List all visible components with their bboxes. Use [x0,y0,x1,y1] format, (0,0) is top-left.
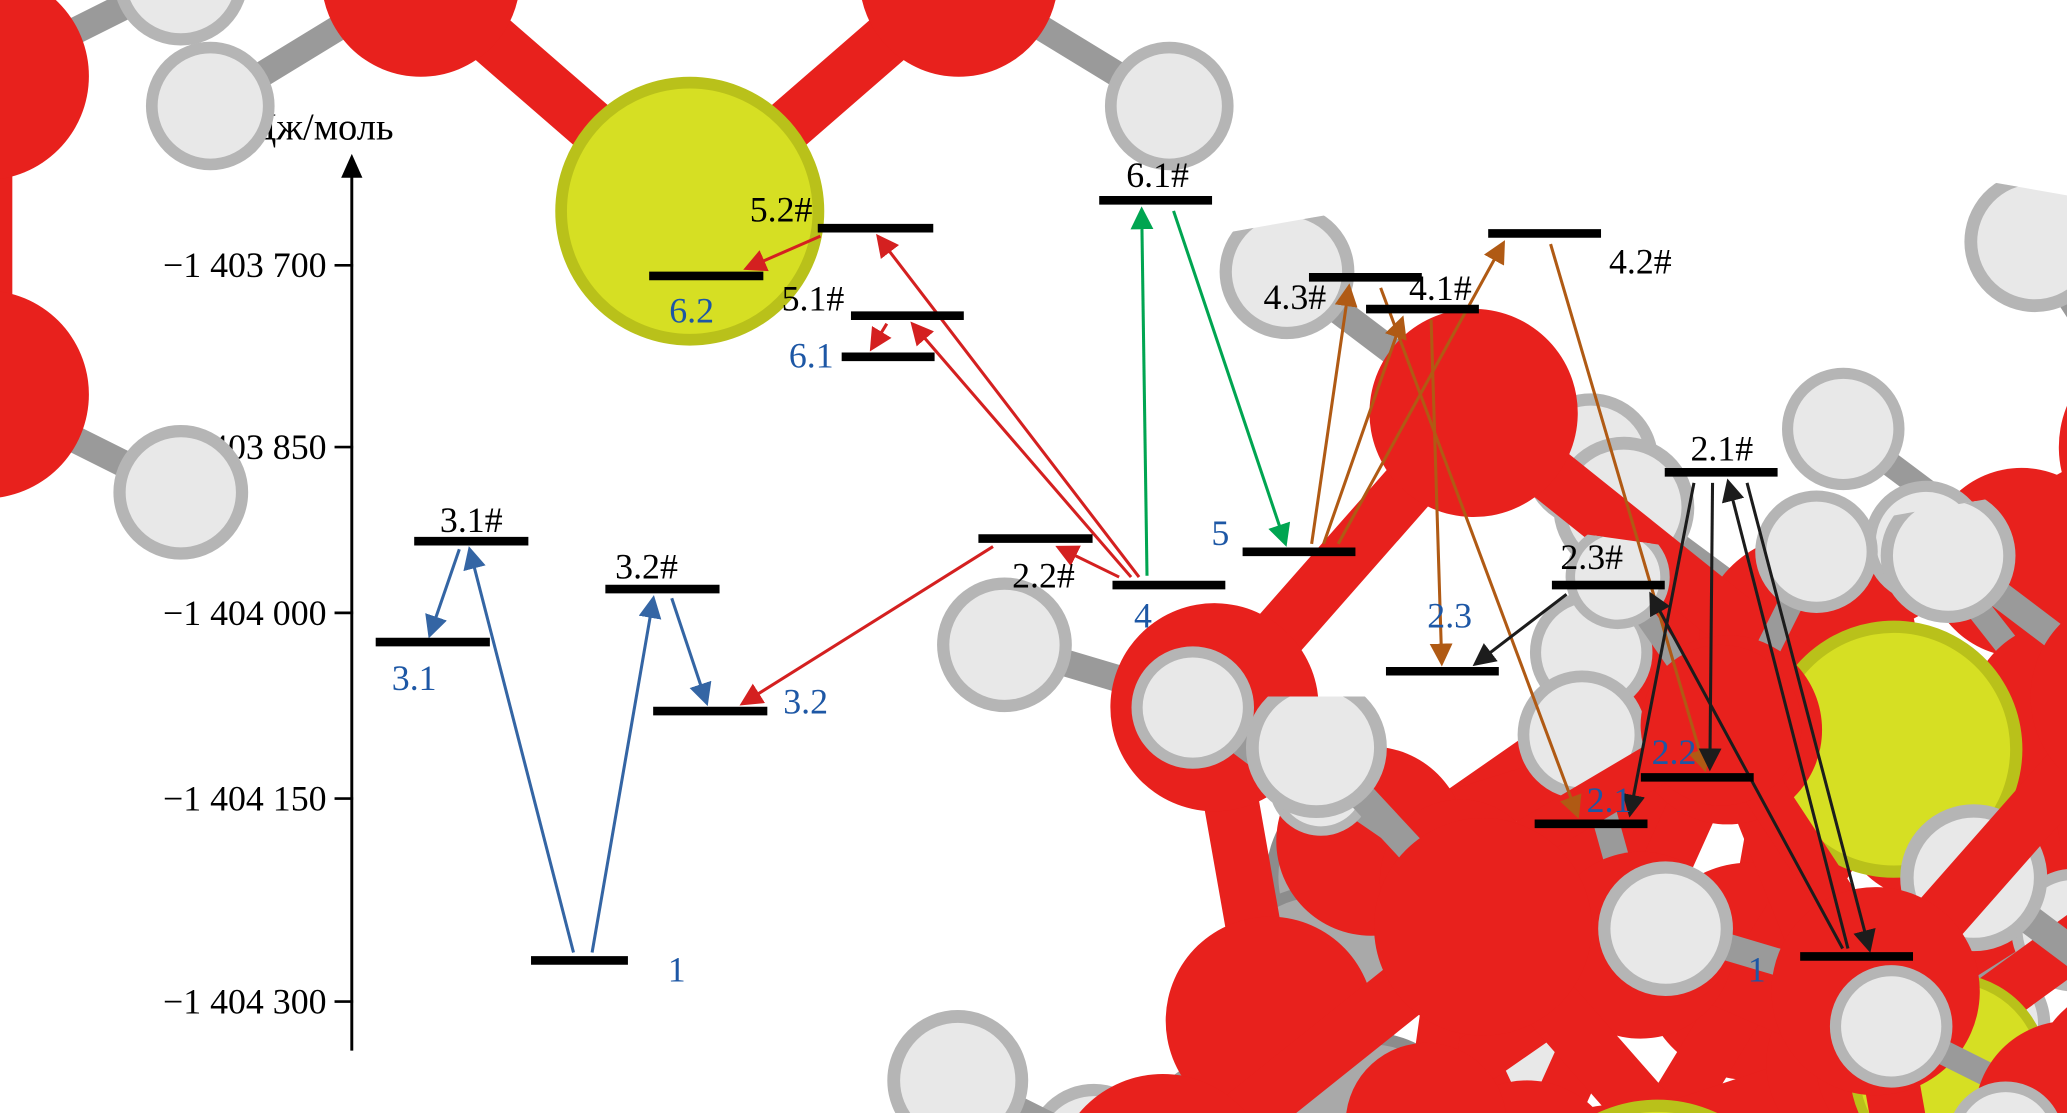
level-ts-5-2: 5.2# [750,190,934,233]
level-label: 6.1# [1126,155,1189,195]
level-label: 5.2# [750,190,813,230]
level-label: 1 [1748,950,1766,990]
level-ts-6-1: 6.1# [1099,155,1213,205]
arrow-4-to-ts2-2 [1055,545,1120,579]
arrow-1-to-ts2-1 [1721,478,1850,949]
level-label: 3.2 [783,682,828,722]
level-ts-3-2: 3.2# [605,546,720,594]
arrow-1-to-ts2-3 [1649,591,1844,950]
level-min-2-1: 2.1 [1534,780,1648,829]
arrow-ts2-1-to-2-1 [1622,482,1696,818]
y-axis-tick-label: −1 404 000 [163,593,327,633]
level-label: 3.2# [615,546,678,586]
level-min-5: 5 [1211,513,1356,557]
arrow-ts4-2-to-2-2 [1549,243,1711,773]
level-min-2-3: 2.3 [1385,595,1499,676]
level-ts-4-3: 4.3# [1263,272,1422,317]
y-axis: Etot, кДж/моль −1 403 700 −1 403 850 −1 … [158,106,394,1051]
level-label: 4 [1134,595,1152,635]
level-label: 6.1 [789,335,834,375]
arrow-ts2-3-to-2-3 [1472,593,1568,667]
level-min-1-right: 1 [1748,950,1914,990]
arrow-ts3-1-to-3-1 [425,548,461,639]
arrow-5-to-ts4-2 [1336,240,1505,545]
reaction-arrows [425,206,1876,953]
arrow-ts4-3-to-2-1 [1379,287,1582,819]
level-ts-3-1: 3.1# [414,500,529,546]
level-ts-2-1: 2.1# [1664,428,1778,477]
arrow-ts4-1-to-2-3 [1429,319,1453,667]
level-min-6-2: 6.2 [649,271,764,330]
level-min-1-left: 1 [531,950,686,990]
y-axis-tick-label: −1 404 150 [163,779,327,819]
arrow-ts6-1-to-5 [1172,210,1291,547]
level-label: 2.1# [1690,428,1753,468]
level-label: 5 [1211,513,1229,553]
arrow-ts5-1-to-6-1 [869,322,892,352]
level-min-4: 4 [1112,580,1226,635]
arrow-5-to-ts4-3 [1310,283,1358,545]
arrow-5-to-ts4-1 [1322,315,1407,545]
level-label: 1 [668,950,686,990]
y-axis-tick-label: −1 404 300 [163,982,327,1022]
level-label: 2.2# [1012,556,1075,596]
level-ts-2-2: 2.2# [978,534,1093,596]
arrow-ts5-2-to-6-2 [743,234,822,272]
level-label: 2.3# [1560,537,1623,577]
arrow-ts2-2-to-3-2 [739,545,994,706]
level-label: 5.1# [782,278,845,318]
arrow-4-to-ts5-1 [910,321,1133,579]
level-label: 4.1# [1409,268,1472,308]
level-label: 2.2 [1652,732,1697,772]
level-min-2-2: 2.2 [1640,732,1754,782]
level-ts-4-1: 4.1# [1366,268,1479,314]
level-label: 2.3 [1427,595,1472,635]
level-label: 6.2 [669,290,714,330]
molecule-ts-2-1 [152,0,1228,340]
level-label: 4.3# [1263,277,1326,317]
level-ts-5-1: 5.1# [782,278,964,321]
level-ts-4-2: 4.2# [1488,229,1672,281]
arrow-4-to-ts6-1 [1130,206,1154,576]
level-label: 3.1 [392,658,437,698]
arrow-ts3-2-to-3-2 [670,597,712,707]
y-axis-arrowhead-icon [341,153,363,178]
level-label: 3.1# [440,500,503,540]
arrow-1-to-ts3-2 [590,595,662,953]
level-label: 2.1 [1587,780,1632,820]
level-min-6-1: 6.1 [789,335,935,375]
energy-levels: 3.1# 3.1 3.2# 3.2 1 6.2 5.2# 5.1# [375,155,1914,990]
level-label: 4.2# [1609,241,1672,281]
arrow-ts2-1-to-1 [1745,482,1876,953]
arrow-ts2-1-to-2-2 [1698,482,1722,772]
level-min-3-1: 3.1 [375,637,490,698]
level-min-3-2: 3.2 [653,682,828,722]
y-axis-tick-label: −1 403 700 [163,245,327,285]
arrow-1-to-ts3-1 [463,546,575,953]
level-ts-2-3: 2.3# [1551,537,1665,590]
arrow-4-to-ts5-2 [876,233,1141,578]
